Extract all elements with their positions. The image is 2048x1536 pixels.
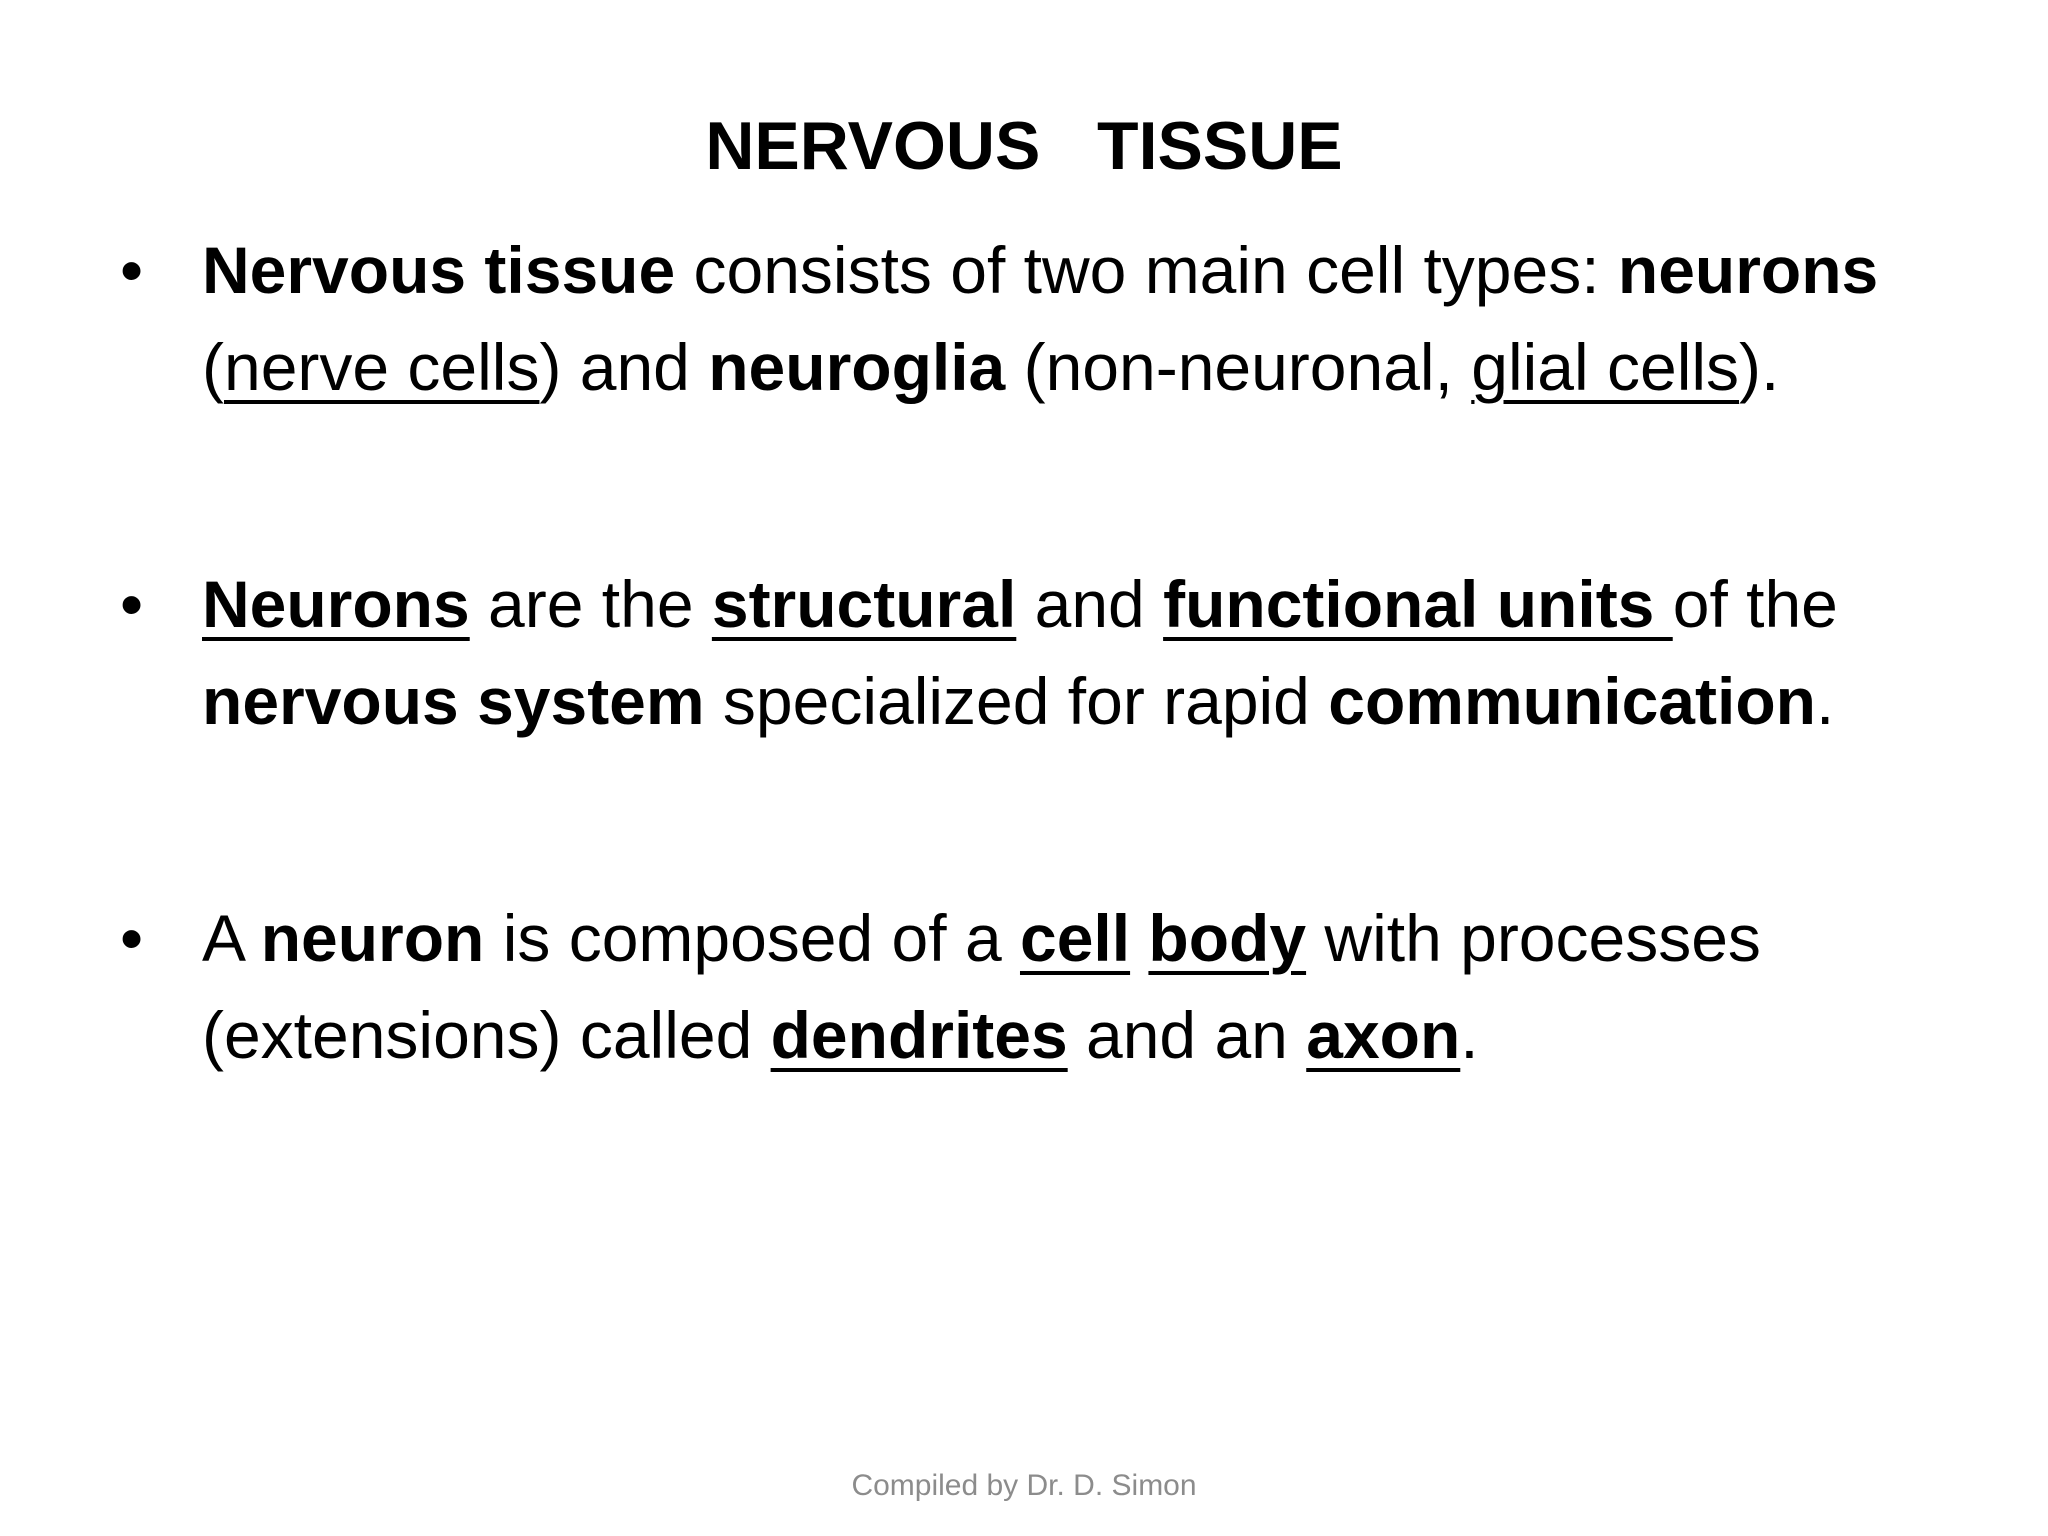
text-segment: structural <box>711 567 1017 641</box>
text-segment: are the <box>469 567 712 641</box>
text-segment: body <box>1148 901 1307 975</box>
bullet-dot-icon: • <box>120 901 144 975</box>
bullet-item-3: • A neuron is composed of a cell body wi… <box>120 890 1960 1084</box>
bullet-list: • Nervous tissue consists of two main ce… <box>120 222 1960 1084</box>
text-segment: ) and <box>539 330 709 404</box>
text-segment: with processes (extensions) called <box>202 901 1780 1072</box>
text-segment: neuron <box>260 901 485 975</box>
text-segment: neurons <box>1617 233 1879 307</box>
text-segment: of the <box>1672 567 1857 641</box>
text-segment: cell <box>1019 901 1131 975</box>
bullet-item-2: • Neurons are the structural and functio… <box>120 556 1960 750</box>
text-segment: axon <box>1306 998 1461 1072</box>
text-segment: A <box>202 901 261 975</box>
slide-title: NERVOUS TISSUE <box>705 108 1343 184</box>
text-segment: ( <box>202 233 1897 404</box>
text-segment: neuroglia <box>708 330 1006 404</box>
text-segment: ). <box>1739 330 1780 404</box>
text-segment: dendrites <box>770 998 1068 1072</box>
text-segment: . <box>1460 998 1479 1072</box>
footer-credit: Compiled by Dr. D. Simon <box>851 1469 1197 1502</box>
text-segment: consists of two main cell types: <box>675 233 1618 307</box>
text-segment: nerve cells <box>223 330 540 404</box>
text-segment: and an <box>1067 998 1307 1072</box>
bullet-text-3: A neuron is composed of a cell body with… <box>202 901 1779 1072</box>
text-segment: specialized for rapid <box>704 664 1329 738</box>
bullet-dot-icon: • <box>120 233 144 307</box>
text-segment: functional units <box>1163 567 1673 641</box>
bullet-text-2: Neurons are the structural and functiona… <box>202 567 1856 738</box>
text-segment: . <box>1815 664 1835 738</box>
text-segment: nervous system <box>202 664 705 738</box>
text-segment: Neurons <box>202 567 470 641</box>
bullet-dot-icon: • <box>120 567 144 641</box>
text-segment: communication <box>1328 664 1816 738</box>
bullet-item-1: • Nervous tissue consists of two main ce… <box>120 222 1960 416</box>
text-segment: is composed of a <box>484 901 1020 975</box>
text-segment: and <box>1016 567 1164 641</box>
bullet-text-1: Nervous tissue consists of two main cell… <box>202 233 1897 404</box>
text-segment: Nervous tissue <box>202 233 676 307</box>
text-segment: glial cells <box>1471 330 1740 404</box>
text-segment: (non-neuronal, <box>1005 330 1472 404</box>
text-segment <box>1130 901 1148 975</box>
